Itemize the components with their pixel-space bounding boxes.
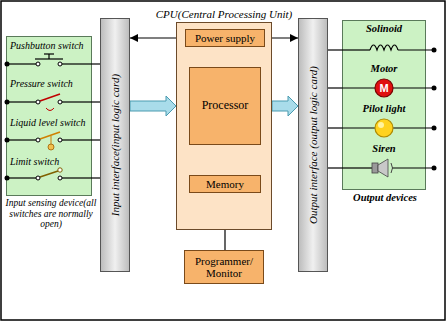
pushbutton-symbol	[35, 54, 63, 59]
motor-letter: M	[379, 83, 388, 94]
output-interface-card: Output interface (output logic card)	[298, 18, 328, 272]
motor-symbol	[375, 79, 393, 97]
cpu-box: CPU(Central Processing Unit)Power supply…	[176, 22, 272, 230]
output-wire	[328, 167, 342, 168]
input-wire	[92, 139, 100, 140]
terminal-dots	[432, 48, 437, 171]
solenoid-coil	[370, 45, 398, 50]
power-supply-box: Power supply	[185, 29, 265, 47]
box-label: Memory	[206, 178, 244, 190]
panel-caption: Output devices	[335, 192, 435, 204]
cpu-title: CPU(Central Processing Unit)	[156, 8, 292, 20]
input-device-panel: Pushbutton switchPressure switchLiquid l…	[6, 36, 92, 196]
input-interface-card: Input interface(input logic card)	[100, 18, 130, 272]
panel-caption: Input sensing device(all switches are no…	[5, 198, 97, 230]
data-arrow	[130, 96, 176, 116]
programmer-box: Programmer/ Monitor	[184, 250, 264, 284]
level-switch-symbol	[40, 132, 60, 150]
output-wire	[328, 127, 342, 128]
box-label: Programmer/ Monitor	[188, 255, 260, 280]
card-label: Output interface (output logic card)	[307, 66, 319, 224]
switch-label: Pushbutton switch	[10, 40, 84, 51]
siren-symbol	[372, 159, 393, 177]
input-wire	[92, 177, 100, 178]
limit-switch-symbol	[40, 168, 62, 177]
memory-box: Memory	[189, 175, 261, 193]
input-wire	[92, 63, 100, 64]
data-arrow	[272, 96, 298, 116]
pilot-light-symbol	[375, 119, 393, 137]
input-wire	[92, 101, 100, 102]
switch-label: Liquid level switch	[10, 117, 86, 128]
output-wire	[328, 49, 342, 50]
switch-wires	[6, 64, 92, 178]
device-label: Solinoid	[366, 23, 402, 35]
switch-symbols	[6, 36, 92, 196]
output-wires	[342, 50, 434, 168]
box-label: Power supply	[195, 32, 255, 44]
switch-label: Limit switch	[10, 156, 59, 167]
card-label: Input interface(input logic card)	[109, 74, 121, 216]
output-wire	[328, 87, 342, 88]
box-label: Processor	[202, 99, 249, 112]
device-label: Pilot light	[363, 103, 406, 115]
processor-box: Processor	[189, 67, 261, 145]
switch-label: Pressure switch	[10, 78, 73, 89]
pressure-switch-symbol	[40, 94, 60, 111]
device-label: Motor	[371, 63, 398, 75]
output-device-panel: SolinoidMotorPilot lightSirenOutput devi…	[342, 20, 426, 190]
device-label: Siren	[372, 143, 395, 155]
terminal-dots	[5, 62, 10, 181]
